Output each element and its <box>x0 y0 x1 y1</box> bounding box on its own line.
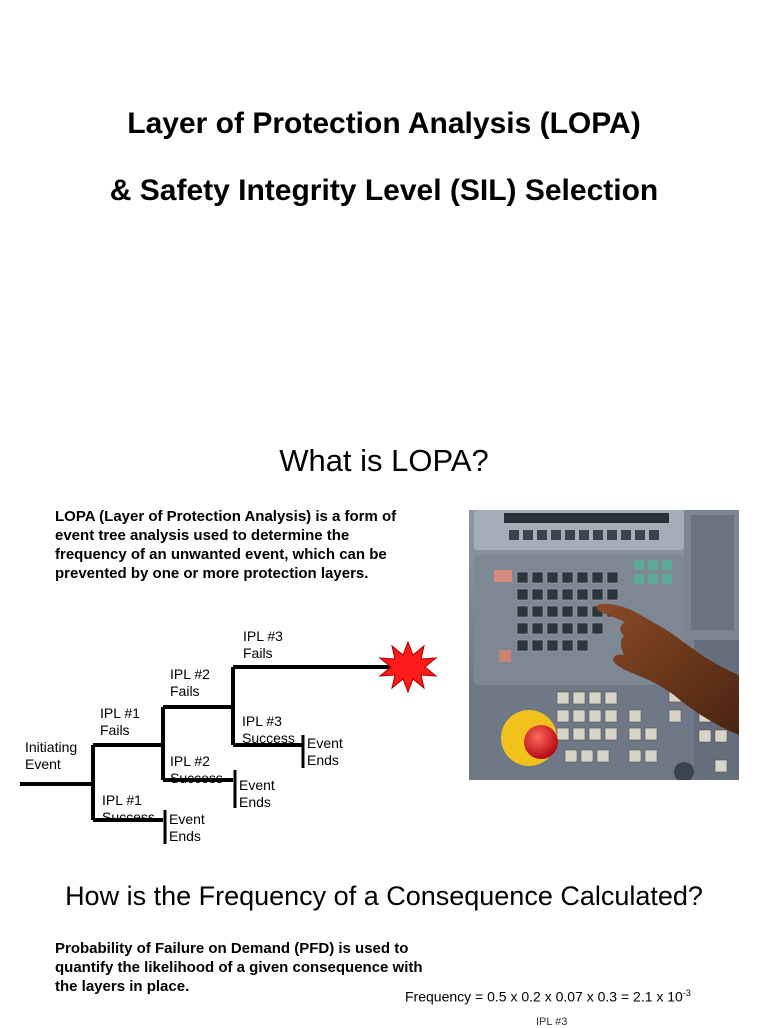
section-heading-frequency: How is the Frequency of a Consequence Ca… <box>0 881 768 912</box>
event-tree-diagram <box>0 600 470 860</box>
cut-off-label: IPL #3 <box>536 1016 567 1028</box>
control-panel-photo <box>469 510 739 780</box>
title-line-2: & Safety Integrity Level (SIL) Selection <box>0 174 768 208</box>
lopa-description: LOPA (Layer of Protection Analysis) is a… <box>55 507 425 583</box>
emergency-stop-button <box>524 725 558 759</box>
title-line-1: Layer of Protection Analysis (LOPA) <box>0 107 768 141</box>
section-heading-what-is-lopa: What is LOPA? <box>0 443 768 479</box>
pfd-description: Probability of Failure on Demand (PFD) i… <box>55 939 425 996</box>
frequency-formula: Frequency = 0.5 x 0.2 x 0.07 x 0.3 = 2.1… <box>405 988 691 1005</box>
